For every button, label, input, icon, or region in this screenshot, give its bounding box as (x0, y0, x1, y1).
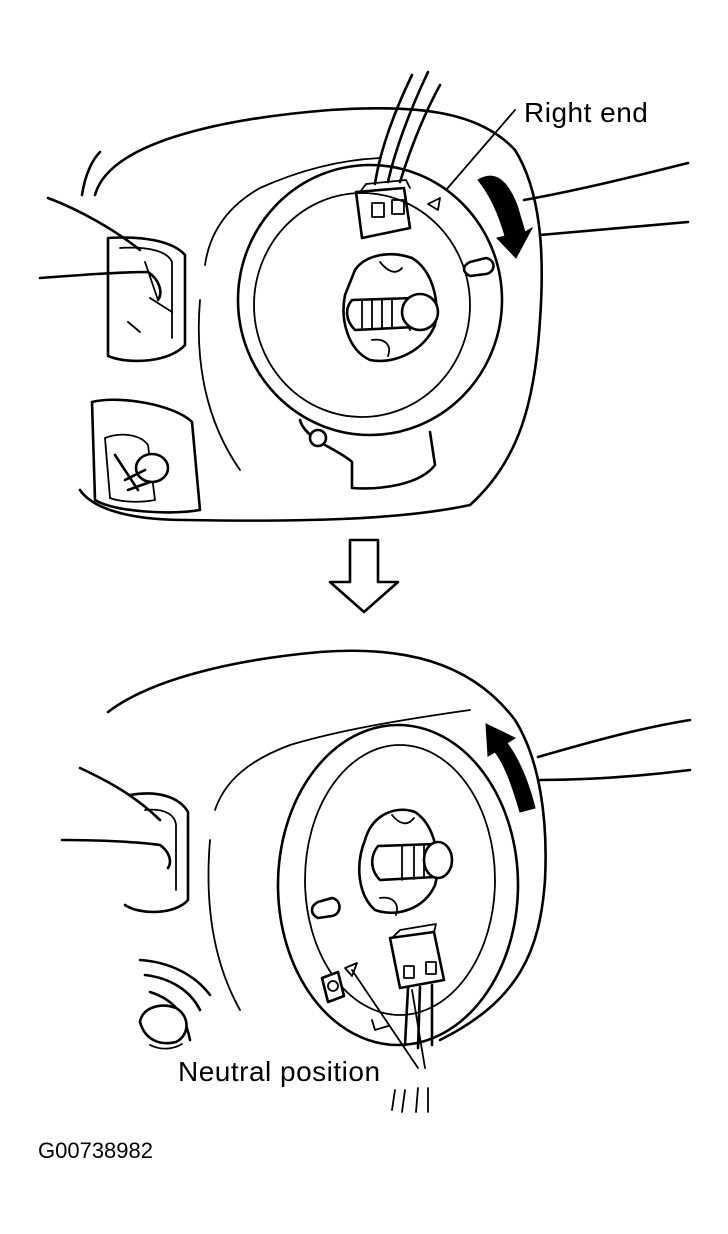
top-left-hand (46, 196, 142, 252)
arrow-counterclockwise-icon (485, 723, 536, 813)
bottom-spiral-cable-ring (276, 723, 520, 1047)
top-spiral-cable-ring (236, 163, 504, 437)
top-cruise-switch (90, 398, 202, 514)
bottom-wheel-outline (106, 649, 517, 722)
top-right-spoke (522, 161, 690, 202)
right-end-label: Right end (524, 97, 648, 128)
top-wheel-outline (78, 106, 544, 522)
figure-code: G00738982 (38, 1138, 153, 1163)
top-hub (342, 252, 438, 363)
bottom-hub (358, 808, 439, 915)
bottom-left-hand (78, 766, 162, 822)
bottom-cruise-switch (138, 1004, 188, 1045)
arrow-down-outline-icon (328, 538, 400, 614)
arrow-clockwise-icon (477, 175, 534, 259)
top-steering-wheel-illustration (38, 70, 690, 522)
top-connector (354, 186, 412, 240)
neutral-position-label: Neutral position (178, 1056, 381, 1087)
bottom-connector (388, 930, 446, 990)
bottom-steering-wheel-illustration (60, 649, 692, 1113)
